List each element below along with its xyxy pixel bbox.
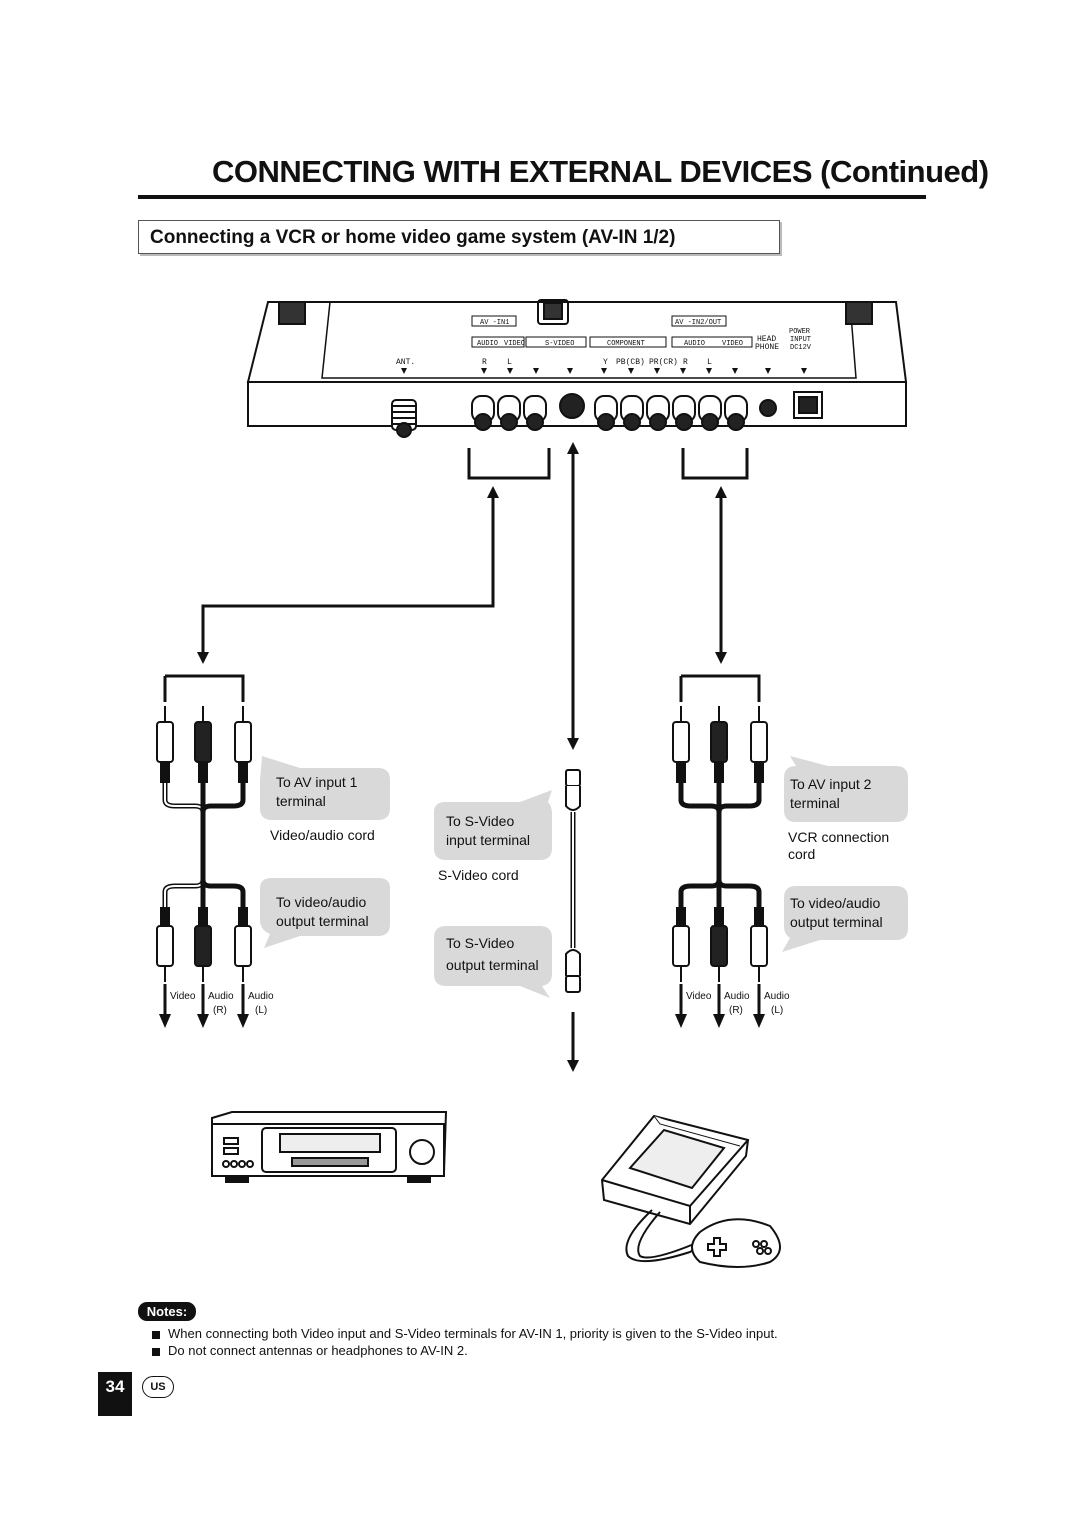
ant-connector (391, 399, 417, 438)
label-left-output-1: To video/audio (276, 894, 367, 910)
av-in1-jacks (471, 395, 547, 431)
callout-s-video-input (434, 790, 552, 860)
panel-y: Y (603, 358, 608, 367)
left-plug-audio-l-sub: (L) (255, 1005, 268, 1016)
region-badge: US (142, 1376, 174, 1398)
panel-pr: PR(CR) (649, 358, 678, 367)
label-to-s-video-output-2: output terminal (446, 957, 539, 973)
panel-pb: PB(CB) (616, 358, 645, 367)
right-plug-audio-l: Audio (764, 991, 790, 1002)
section-heading: Connecting a VCR or home video game syst… (150, 227, 676, 248)
panel-r: R (482, 358, 487, 367)
note-item: Do not connect antennas or headphones to… (152, 1343, 468, 1358)
panel-audio2: AUDIO (684, 340, 705, 348)
page-number: 34 (98, 1372, 132, 1416)
right-plug-video: Video (686, 991, 712, 1002)
label-to-s-video-output-1: To S-Video (446, 935, 515, 951)
panel-l: L (507, 358, 512, 367)
callout-right-output (782, 886, 908, 952)
bullet-icon (152, 1347, 160, 1356)
panel-dc12v: DC12V (790, 344, 812, 352)
left-plug-audio-r: Audio (208, 991, 234, 1002)
panel-jacks (391, 391, 823, 438)
label-to-av-input-1-terminal: terminal (276, 793, 326, 809)
panel-ant: ANT. (396, 358, 415, 367)
section-heading-box (138, 220, 780, 254)
panel-r2: R (683, 358, 688, 367)
label-left-output-2: output terminal (276, 913, 369, 929)
left-av-cable (156, 706, 252, 982)
panel-labels: AV -IN1 AV -IN2/OUT AUDIO VIDEO S-VIDEO … (396, 319, 812, 367)
panel-phone: PHONE (755, 343, 779, 352)
panel-video: VIDEO (504, 340, 525, 348)
panel-av-in2-out: AV -IN2/OUT (675, 319, 721, 327)
right-plug-audio-l-sub: (L) (771, 1005, 784, 1016)
callouts (260, 756, 908, 998)
left-plug-audio-r-sub: (R) (213, 1005, 227, 1016)
right-plug-audio-r-sub: (R) (729, 1005, 743, 1016)
panel-power: POWER (789, 328, 811, 336)
note-text: Do not connect antennas or headphones to… (168, 1343, 468, 1358)
connection-arrows (163, 448, 761, 1062)
callout-av-input-1 (260, 756, 390, 820)
title-rule (138, 195, 926, 199)
left-plug-audio-l: Audio (248, 991, 274, 1002)
arrow-heads (159, 442, 765, 1072)
label-to-av-input-2: To AV input 2 (790, 776, 872, 792)
right-plug-audio-r: Audio (724, 991, 750, 1002)
page-title: CONNECTING WITH EXTERNAL DEVICES (Contin… (212, 154, 989, 189)
notes-badge: Notes: (138, 1302, 196, 1321)
panel-av-in1: AV -IN1 (480, 319, 509, 327)
vcr-illustration (211, 1111, 448, 1183)
label-vcr-connection-cord-2: cord (788, 846, 816, 862)
left-plug-video: Video (170, 991, 196, 1002)
bullet-icon (152, 1330, 160, 1339)
label-s-video-cord: S-Video cord (438, 867, 519, 883)
game-console-illustration (600, 1114, 781, 1268)
right-av-cable (672, 706, 768, 982)
callout-left-output (260, 878, 390, 948)
label-video-audio-cord: Video/audio cord (270, 827, 375, 843)
panel-audio: AUDIO (477, 340, 498, 348)
panel-s-video: S-VIDEO (545, 340, 574, 348)
label-to-av-input-1: To AV input 1 (276, 774, 358, 790)
label-to-s-video-input-1: To S-Video (446, 813, 515, 829)
note-item: When connecting both Video input and S-V… (152, 1326, 778, 1341)
av-in2-jacks (594, 395, 748, 431)
s-video-cable (565, 769, 581, 993)
headphone-jack (759, 399, 777, 417)
label-to-av-input-2-terminal: terminal (790, 795, 840, 811)
callout-s-video-output (434, 926, 552, 998)
s-video-jack (559, 393, 585, 419)
panel-head: HEAD (757, 335, 776, 344)
label-right-output-1: To video/audio (790, 895, 881, 911)
panel-l2: L (707, 358, 712, 367)
panel-markers (401, 368, 807, 374)
panel-component: COMPONENT (607, 340, 645, 348)
label-right-output-2: output terminal (790, 914, 883, 930)
note-text: When connecting both Video input and S-V… (168, 1326, 778, 1341)
label-to-s-video-input-2: input terminal (446, 832, 531, 848)
panel-video2: VIDEO (722, 340, 743, 348)
panel-input: INPUT (790, 336, 811, 344)
callout-av-input-2 (784, 756, 908, 822)
label-vcr-connection-cord-1: VCR connection (788, 829, 890, 845)
